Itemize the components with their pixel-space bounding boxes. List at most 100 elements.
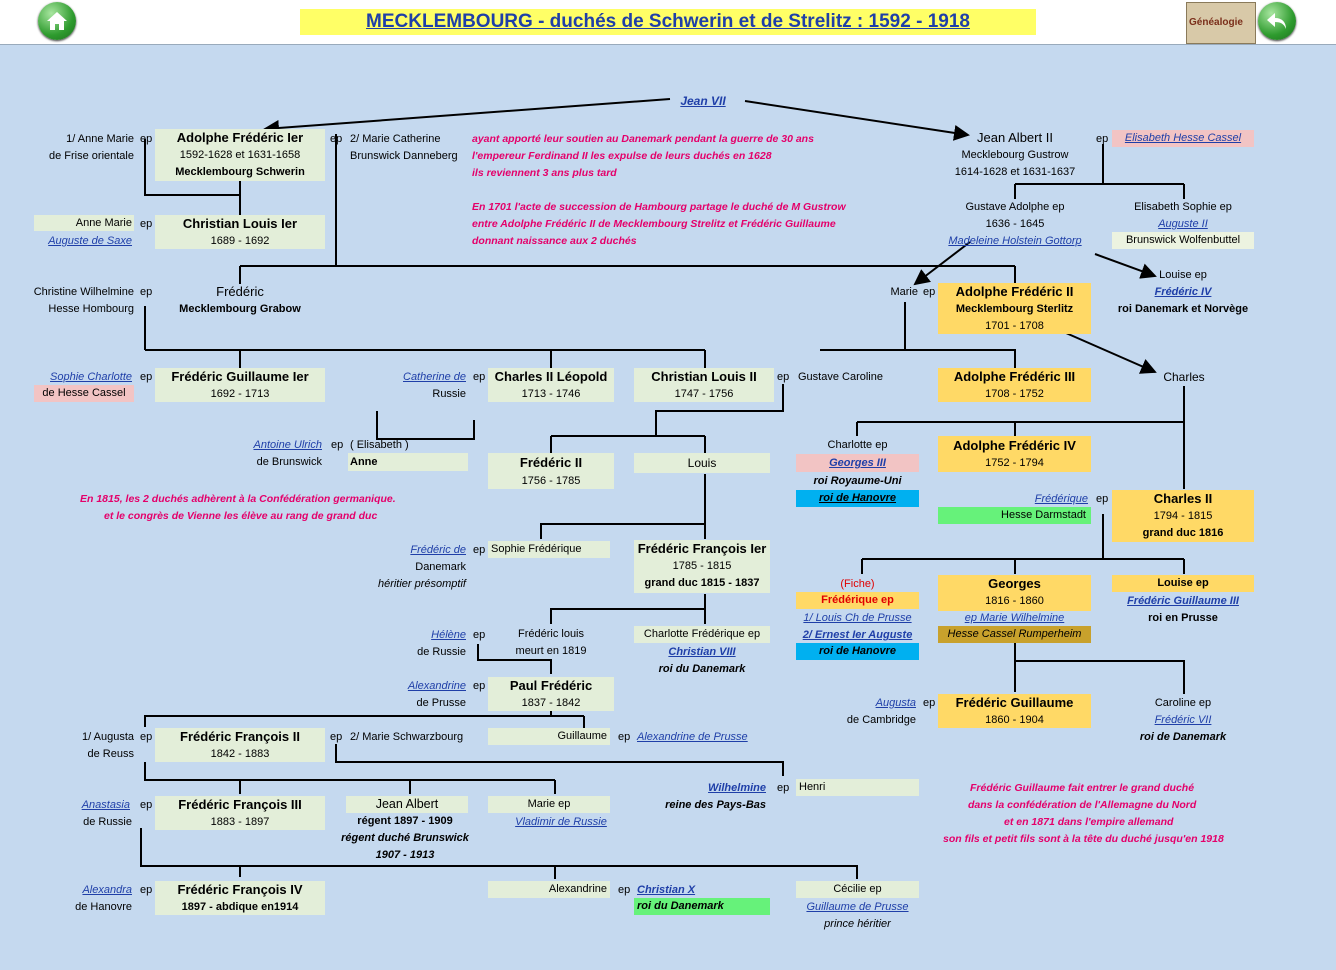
link-wilhelmine[interactable]: Wilhelmine [708, 782, 766, 794]
dates: 1816 - 1860 [985, 595, 1044, 607]
person-box-charles-leopold[interactable]: Charles II Léopold 1713 - 1746 [488, 368, 614, 402]
name: Jean Albert [375, 797, 439, 811]
dates: 1636 - 1645 [985, 218, 1045, 230]
link-alexandra[interactable]: Alexandra [82, 884, 132, 896]
home-button[interactable] [38, 2, 76, 40]
person-box-guillaume[interactable]: Guillaume [488, 728, 610, 745]
back-arrow-icon [1267, 13, 1286, 29]
person-box-alexandrine[interactable]: Alexandrine [488, 881, 610, 898]
name: Charles II [1153, 491, 1213, 506]
name: Christian Louis II [651, 369, 757, 384]
person-box-marie[interactable]: Marie ep [488, 796, 610, 813]
link-augusta[interactable]: Augusta [875, 697, 916, 709]
name: Adolphe Frédéric Ier [176, 130, 304, 145]
person-box-georges[interactable]: Georges 1816 - 1860 [938, 575, 1091, 611]
link-catherine[interactable]: Catherine de [403, 371, 466, 383]
name: Adolphe Frédéric II [955, 284, 1074, 299]
person-jean-vii[interactable]: Jean VII [680, 94, 726, 108]
link-frederic-de[interactable]: Frédéric de [410, 544, 466, 556]
person-box-sophie-frederique[interactable]: Sophie Frédérique [488, 541, 610, 558]
person-box-frederic-guillaume-1[interactable]: Frédéric Guillaume Ier 1692 - 1713 [155, 368, 325, 402]
name: Charlotte Frédérique ep [643, 628, 761, 640]
ep-label: ep [140, 884, 153, 896]
link-alexandrine[interactable]: Alexandrine [407, 680, 466, 692]
link-helene[interactable]: Hélène [431, 629, 466, 641]
person-box-charles-2[interactable]: Charles II 1794 - 1815 grand duc 1816 [1112, 490, 1254, 542]
link-auguste-saxe[interactable]: Auguste de Saxe [48, 235, 132, 247]
name: Sophie Frédérique [491, 543, 582, 555]
person-box-paul-frederic[interactable]: Paul Frédéric 1837 - 1842 [488, 677, 614, 711]
link-louis-ch[interactable]: 1/ Louis Ch de Prusse [803, 612, 912, 624]
person-box-christian-louis-1[interactable]: Christian Louis Ier 1689 - 1692 [155, 215, 325, 249]
note-line: l'empereur Ferdinand II les expulse de l… [472, 150, 772, 162]
title-regent: régent 1897 - 1909 [357, 815, 453, 827]
person-box-frederic-grabow[interactable]: Frédéric Mecklembourg Grabow [155, 283, 325, 317]
person-box-frederic-guillaume[interactable]: Frédéric Guillaume 1860 - 1904 [938, 694, 1091, 728]
link[interactable]: Elisabeth Hesse Cassel [1124, 132, 1242, 144]
link-anastasia[interactable]: Anastasia [81, 799, 130, 811]
link-ernest[interactable]: 2/ Ernest Ier Auguste [802, 629, 913, 641]
spouse-origin-russie: de Russie [83, 816, 132, 828]
person-box-frederic-francois-1[interactable]: Frédéric François Ier 1785 - 1815 grand … [634, 540, 770, 593]
link-christian-8[interactable]: Christian VIII [668, 646, 736, 658]
link-alexandrine-prusse[interactable]: Alexandrine de Prusse [637, 731, 748, 743]
link-vladimir[interactable]: Vladimir de Russie [515, 816, 607, 828]
person-box-cecilie[interactable]: Cécilie ep [796, 881, 919, 898]
person-box-adolphe-frederic-1[interactable]: Adolphe Frédéric Ier 1592-1628 et 1631-1… [155, 129, 325, 181]
person-box-frederic-francois-2[interactable]: Frédéric François II 1842 - 1883 [155, 728, 325, 762]
title-box-roi-hanovre-2: roi de Hanovre [796, 643, 919, 660]
person-box-louis[interactable]: Louis [634, 453, 770, 473]
link-frederic-guillaume-3[interactable]: Frédéric Guillaume III [1127, 595, 1239, 607]
person-box-anne[interactable]: Anne [348, 453, 468, 471]
dates: 1756 - 1785 [521, 475, 581, 487]
person-box-frederic-2[interactable]: Frédéric II 1756 - 1785 [488, 453, 614, 489]
person-box-charlotte-frederique[interactable]: Charlotte Frédérique ep [634, 626, 770, 643]
ep-label: ep [1096, 493, 1109, 505]
link-fiche[interactable]: (Fiche) [840, 578, 875, 590]
person-box-adolphe-frederic-2[interactable]: Adolphe Frédéric II Mecklembourg Sterlit… [938, 283, 1091, 334]
genealogy-button[interactable]: Généalogie [1186, 2, 1256, 44]
link-christian-x[interactable]: Christian X [637, 884, 696, 896]
link-auguste-2[interactable]: Auguste II [1158, 218, 1208, 230]
ep-label: ep [140, 133, 153, 145]
link[interactable]: Georges III [829, 457, 886, 469]
spouse-box-hesse-cassel-rumperheim: Hesse Cassel Rumperheim [938, 626, 1091, 643]
person-box-adolphe-frederic-3[interactable]: Adolphe Frédéric III 1708 - 1752 [938, 368, 1091, 402]
dates: 1860 - 1904 [985, 714, 1044, 726]
person-box-frederic-louis[interactable]: Frédéric louis meurt en 1819 [488, 626, 614, 660]
person-box-frederique[interactable]: Frédérique ep [796, 592, 919, 609]
name: Frédéric Guillaume [955, 695, 1074, 710]
person-box-jean-albert[interactable]: Jean Albert [346, 796, 468, 813]
person-box-henri[interactable]: Henri [796, 779, 919, 796]
back-button[interactable] [1258, 2, 1296, 40]
ep-label: ep [140, 218, 153, 230]
link-frederique[interactable]: Frédérique [1034, 493, 1088, 505]
spouse-box-elisabeth-hesse[interactable]: Elisabeth Hesse Cassel [1112, 130, 1254, 147]
title-heritier: héritier présomptif [377, 578, 466, 590]
link-frederic-4[interactable]: Frédéric IV [1154, 286, 1212, 298]
person-box-louise[interactable]: Louise ep [1112, 575, 1254, 592]
person-box-jean-albert-2[interactable]: Jean Albert II Mecklebourg Gustrow 1614-… [940, 129, 1090, 181]
spouse-anne-marie-frise: 1/ Anne Marie [66, 133, 134, 145]
link-antoine-ulrich[interactable]: Antoine Ulrich [253, 439, 322, 451]
person-box-frederic-francois-3[interactable]: Frédéric François III 1883 - 1897 [155, 796, 325, 830]
spouse-box-georges-3[interactable]: Georges III [796, 454, 919, 472]
name: roi de Hanovre [818, 645, 897, 657]
person-box-gustave-adolphe[interactable]: Gustave Adolphe ep 1636 - 1645 Madeleine… [940, 199, 1090, 251]
link-marie-wilhelmine[interactable]: ep Marie Wilhelmine [964, 612, 1065, 624]
link-guillaume-prusse[interactable]: Guillaume de Prusse [806, 901, 909, 913]
link-sophie-charlotte[interactable]: Sophie Charlotte [50, 371, 132, 383]
dates: 1689 - 1692 [210, 235, 270, 247]
link-frederic-7[interactable]: Frédéric VII [1154, 714, 1212, 726]
title: Mecklembourg Schwerin [175, 166, 305, 178]
link[interactable]: Madeleine Holstein Gottorp [948, 235, 1082, 247]
title: Mecklembourg Grabow [179, 303, 301, 315]
tree-connector-lines [140, 98, 1185, 879]
person-box-adolphe-frederic-4[interactable]: Adolphe Frédéric IV 1752 - 1794 [938, 436, 1091, 472]
name: de Hesse Cassel [42, 387, 126, 399]
name: Gustave Adolphe ep [965, 201, 1065, 213]
person-box-christian-louis-2[interactable]: Christian Louis II 1747 - 1756 [634, 368, 774, 402]
person-box-frederic-francois-4[interactable]: Frédéric François IV 1897 - abdique en19… [155, 881, 325, 915]
ep-label: ep [140, 799, 153, 811]
title-roi-danemark-norvege: roi Danemark et Norvège [1117, 303, 1249, 315]
